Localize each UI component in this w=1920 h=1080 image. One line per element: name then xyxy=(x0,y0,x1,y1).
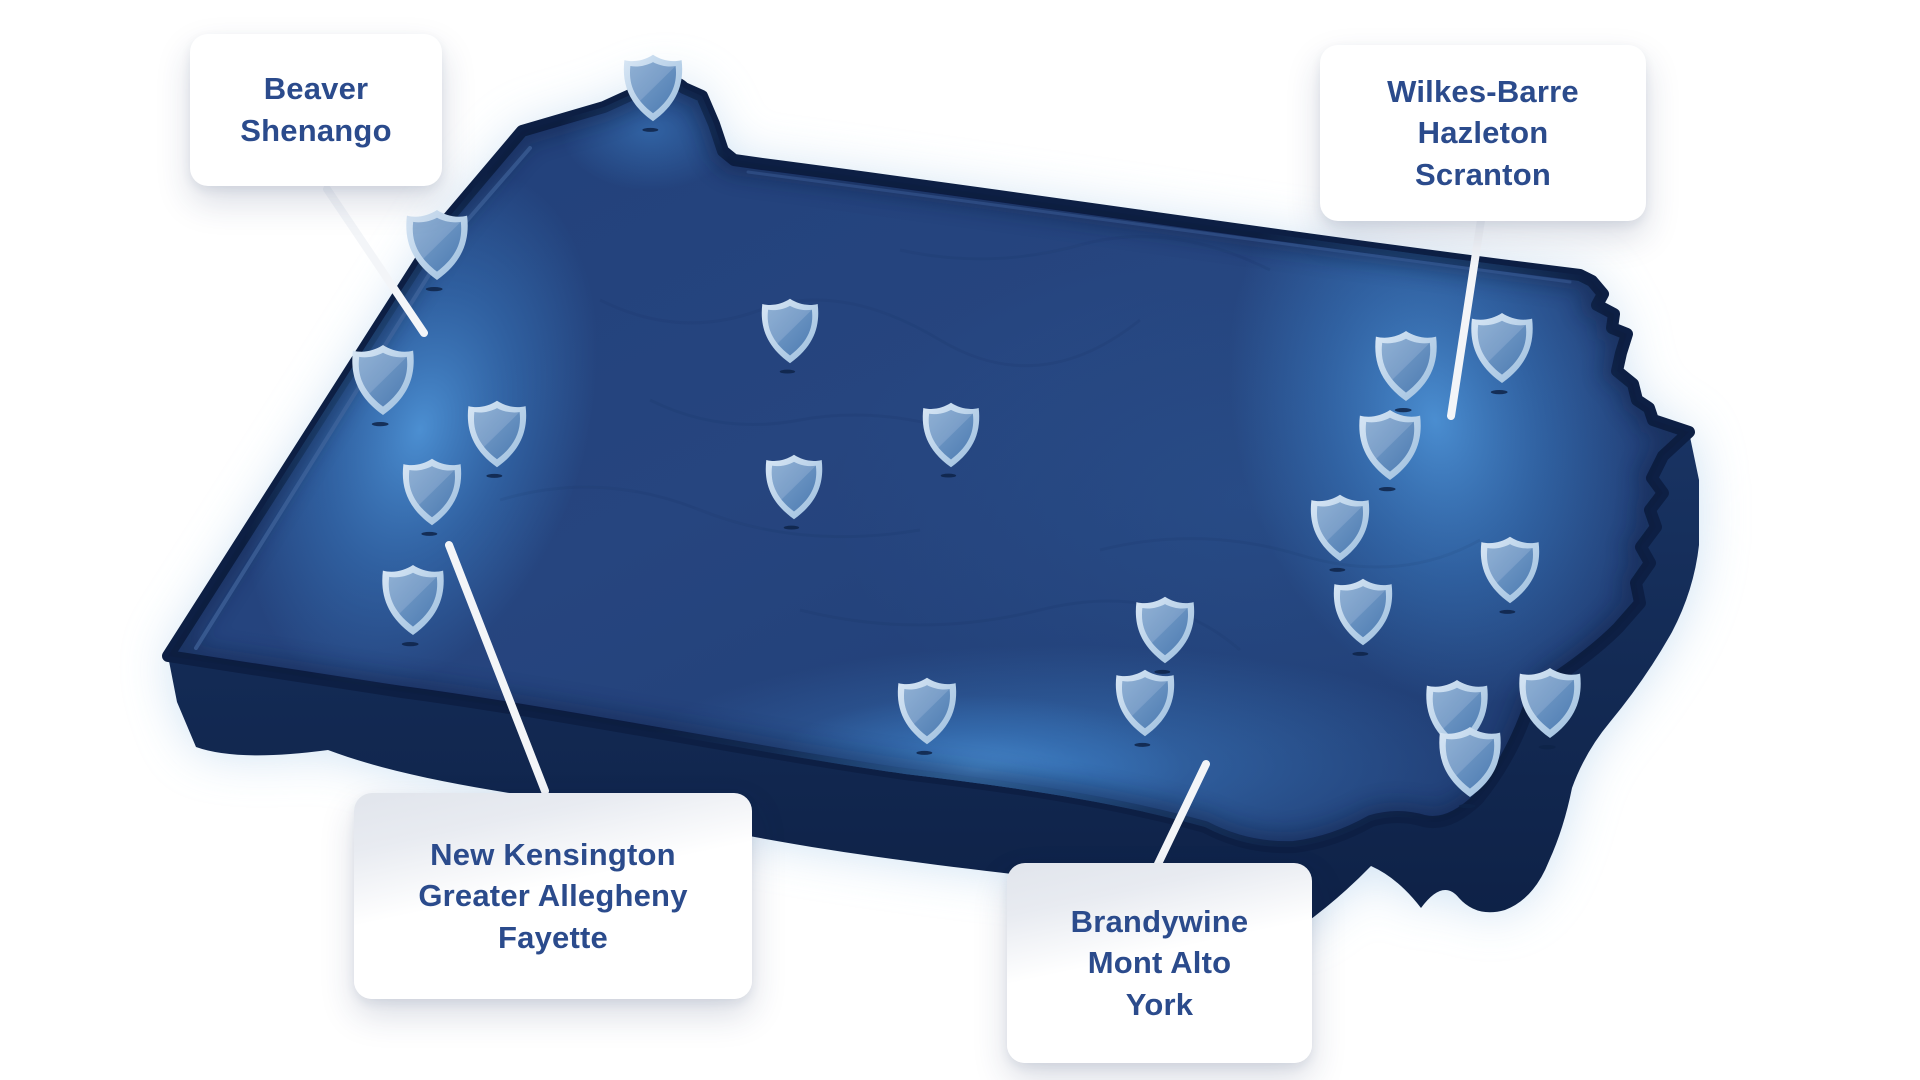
campus-card-new-kensington-greater-allegheny-fayette[interactable]: New Kensington Greater Allegheny Fayette xyxy=(354,793,752,999)
campus-name: Wilkes-Barre xyxy=(1387,73,1579,109)
campus-card-beaver-shenango[interactable]: Beaver Shenango xyxy=(190,34,442,186)
campus-name: Hazleton xyxy=(1417,115,1549,151)
leader-line-beaver-shenango xyxy=(323,185,428,337)
campus-name: Brandywine xyxy=(1070,903,1249,939)
campus-name: York xyxy=(1125,986,1194,1022)
leader-line-wilkes-barre-hazleton-scranton xyxy=(1447,216,1485,420)
campus-name: Mont Alto xyxy=(1087,945,1232,981)
campus-name: Scranton xyxy=(1415,156,1551,192)
campus-name: Greater Allegheny xyxy=(418,878,688,914)
campus-name: Shenango xyxy=(240,113,392,148)
campus-name: Fayette xyxy=(498,919,608,955)
campus-card-brandywine-mont-alto-york[interactable]: Brandywine Mont Alto York xyxy=(1007,863,1312,1063)
leader-line-new-kensington-greater-allegheny-fayette xyxy=(445,541,549,795)
leader-line-brandywine-mont-alto-york xyxy=(1153,760,1210,870)
leader-lines xyxy=(323,185,1485,870)
campus-name: Beaver xyxy=(263,71,369,107)
campus-name: New Kensington xyxy=(430,836,676,872)
campus-card-wilkes-barre-hazleton-scranton[interactable]: Wilkes-Barre Hazleton Scranton xyxy=(1320,45,1646,221)
